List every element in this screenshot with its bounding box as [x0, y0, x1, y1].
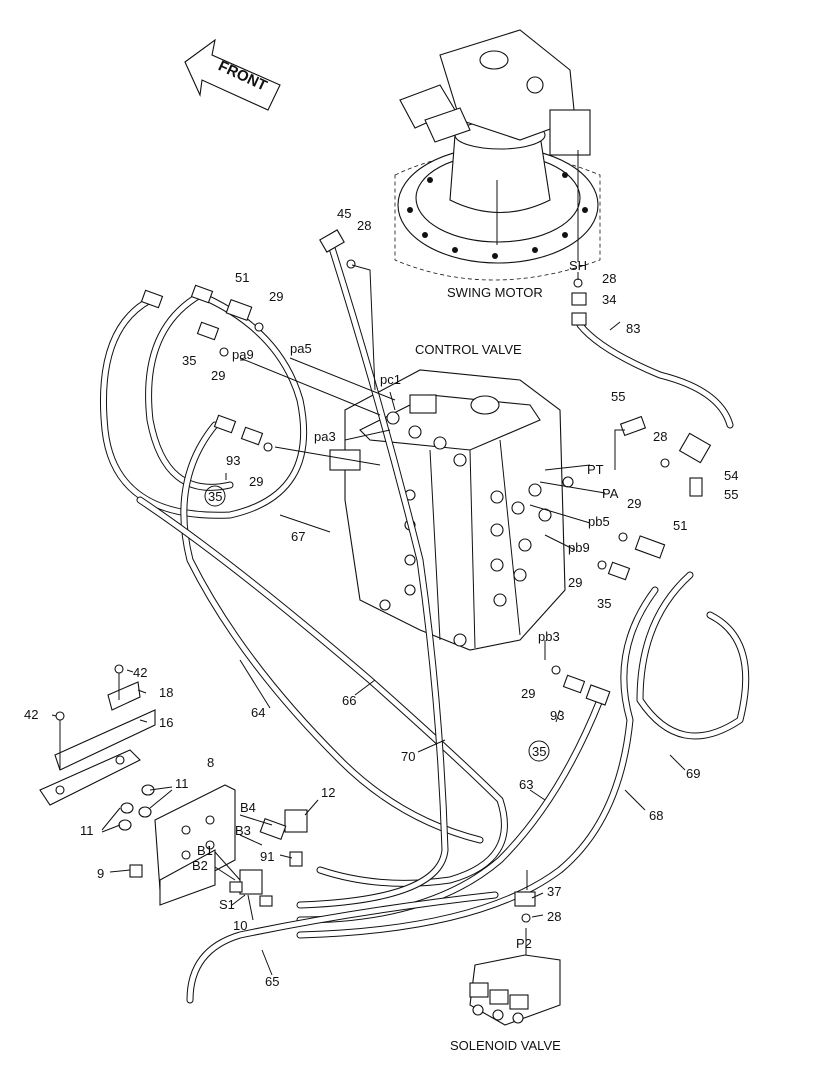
- port-label-pb5: pb5: [588, 514, 610, 529]
- callout-35-circled: 35: [208, 489, 222, 504]
- callout-68: 68: [649, 808, 663, 823]
- callout-29: 29: [269, 289, 283, 304]
- callout-29: 29: [249, 474, 263, 489]
- callout-18: 18: [159, 685, 173, 700]
- callout-51: 51: [235, 270, 249, 285]
- port-label-pt: PT: [587, 462, 604, 477]
- callout-ring-35: [528, 740, 550, 762]
- hoses: [99, 244, 750, 1004]
- port-label-p2: P2: [516, 936, 532, 951]
- bracket-8: [118, 784, 236, 906]
- callout-28: 28: [547, 909, 561, 924]
- callout-91: 91: [260, 849, 274, 864]
- bracket-16: [39, 664, 156, 806]
- callout-35: 35: [597, 596, 611, 611]
- block-10: [229, 869, 273, 907]
- callout-69: 69: [686, 766, 700, 781]
- callout-29: 29: [627, 496, 641, 511]
- callout-12: 12: [321, 785, 335, 800]
- control-valve: [329, 369, 574, 651]
- callout-37: 37: [547, 884, 561, 899]
- port-label-pc1: pc1: [380, 372, 401, 387]
- callout-34: 34: [602, 292, 616, 307]
- callout-42: 42: [133, 665, 147, 680]
- port-label-sh: SH: [569, 258, 587, 273]
- callout-9: 9: [97, 866, 104, 881]
- port-label-b2: B2: [192, 858, 208, 873]
- callout-28: 28: [357, 218, 371, 233]
- swing-motor-caption: SWING MOTOR: [447, 285, 543, 300]
- leader-lines: [51, 264, 686, 976]
- callout-29: 29: [568, 575, 582, 590]
- callout-54: 54: [724, 468, 738, 483]
- valve-ports: [379, 411, 574, 647]
- fittings: [140, 229, 712, 923]
- solenoid-valve: [469, 928, 561, 1026]
- swing-motor: [394, 29, 601, 281]
- callout-45: 45: [337, 206, 351, 221]
- callout-66: 66: [342, 693, 356, 708]
- port-label-b3: B3: [235, 823, 251, 838]
- callout-93: 93: [226, 453, 240, 468]
- callout-16: 16: [159, 715, 173, 730]
- control-valve-caption: CONTROL VALVE: [415, 342, 522, 357]
- port-label-pa5: pa5: [290, 341, 312, 356]
- port-label-pb9: pb9: [568, 540, 590, 555]
- callout-70: 70: [401, 749, 415, 764]
- callout-83: 83: [626, 321, 640, 336]
- callout-67: 67: [291, 529, 305, 544]
- callout-28: 28: [602, 271, 616, 286]
- port-label-pa3: pa3: [314, 429, 336, 444]
- port-label-pa: PA: [602, 486, 619, 501]
- callout-29: 29: [211, 368, 225, 383]
- callout-11: 11: [175, 776, 189, 791]
- callout-63: 63: [519, 777, 533, 792]
- callout-11: 11: [80, 823, 94, 838]
- callout-93: 93: [550, 708, 564, 723]
- callout-29: 29: [521, 686, 535, 701]
- port-label-pb3: pb3: [538, 629, 560, 644]
- port-label-b1: B1: [197, 843, 213, 858]
- front-arrow: FRONT: [184, 38, 281, 111]
- port-label-s1: S1: [219, 897, 235, 912]
- block-12: [259, 809, 308, 867]
- port-label-b4: B4: [240, 800, 256, 815]
- callout-65: 65: [265, 974, 279, 989]
- callout-ring-35: [204, 485, 226, 507]
- callout-8: 8: [207, 755, 214, 770]
- part-callouts: 45 28 28 34 83 51 29 35 29 93 29 35 67 5…: [24, 206, 738, 989]
- callout-10: 10: [233, 918, 247, 933]
- callout-28: 28: [653, 429, 667, 444]
- callout-51: 51: [673, 518, 687, 533]
- port-label-pa9: pa9: [232, 347, 254, 362]
- callout-64: 64: [251, 705, 265, 720]
- callout-55: 55: [724, 487, 738, 502]
- callout-55: 55: [611, 389, 625, 404]
- callout-35-circled: 35: [532, 744, 546, 759]
- callout-35: 35: [182, 353, 196, 368]
- solenoid-valve-caption: SOLENOID VALVE: [450, 1038, 561, 1053]
- callout-42: 42: [24, 707, 38, 722]
